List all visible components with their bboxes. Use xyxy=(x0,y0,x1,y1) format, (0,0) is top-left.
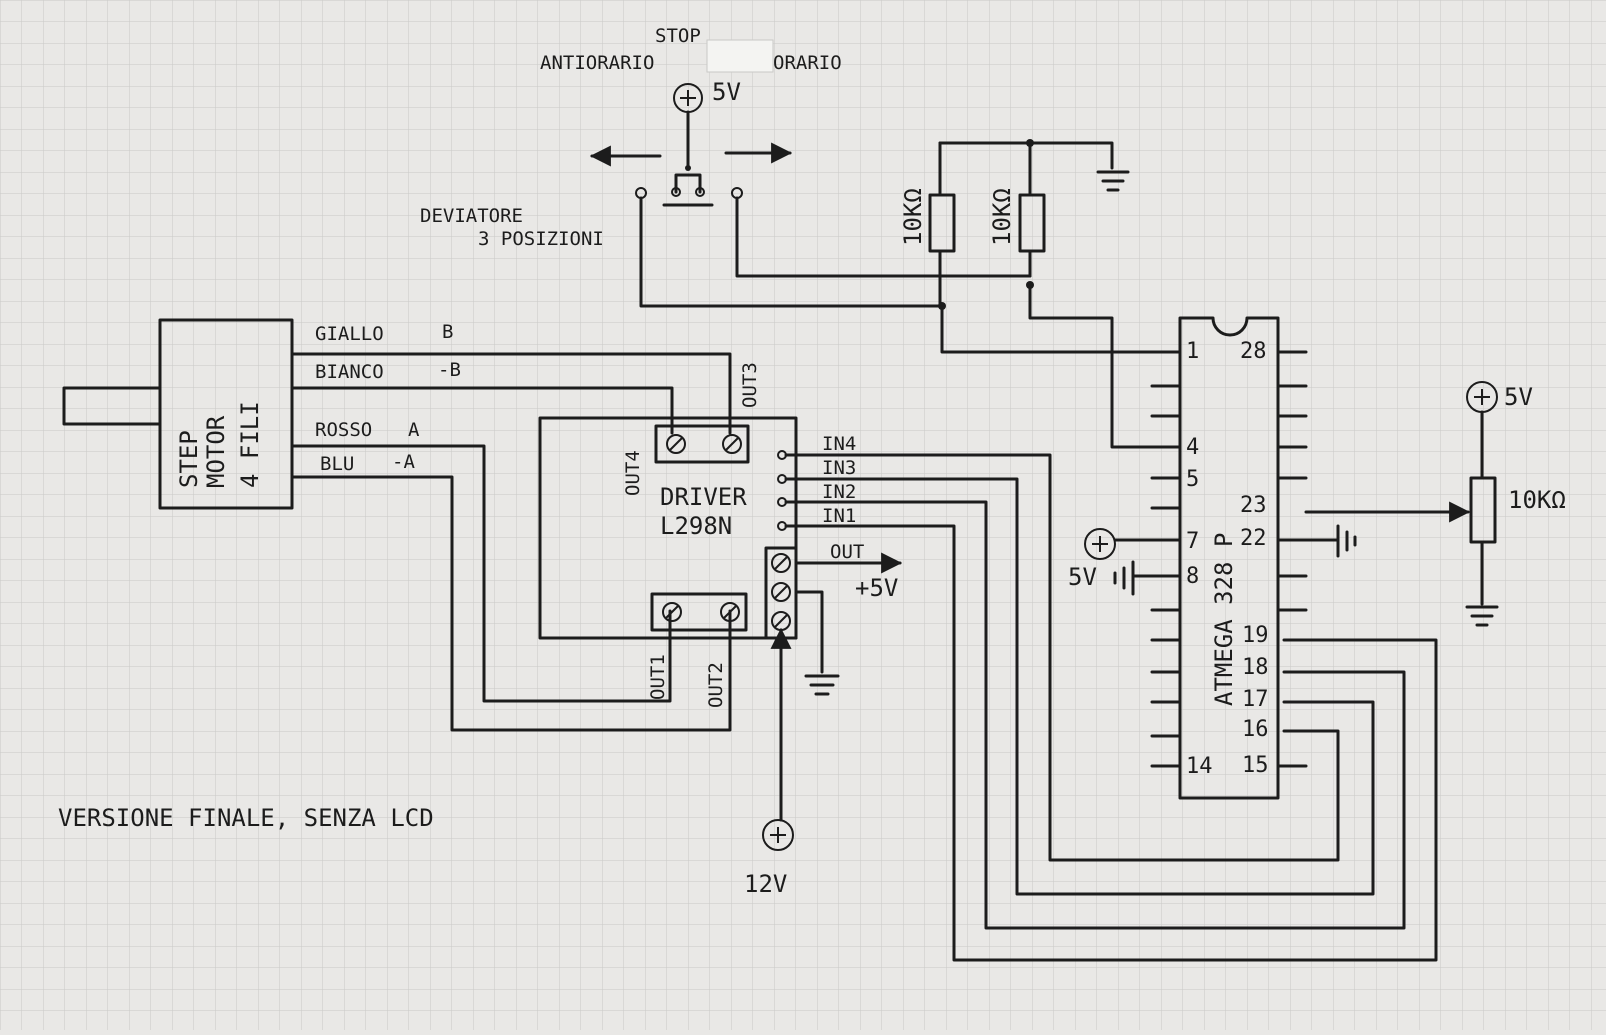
pin-8: 8 xyxy=(1186,564,1199,589)
switch-supply-label: 5V xyxy=(712,78,741,106)
supply-12v-symbol xyxy=(762,819,794,851)
mcu-supply-symbol xyxy=(1084,528,1116,560)
wire-blue xyxy=(290,475,732,732)
wire-red xyxy=(290,444,672,703)
wire-in1 xyxy=(784,524,1438,962)
pin-15: 15 xyxy=(1242,753,1269,778)
wire-yellow xyxy=(290,352,732,435)
mcu-ground-pin22 xyxy=(1304,524,1357,558)
resistor-2 xyxy=(1018,193,1046,253)
ground-symbol-driver xyxy=(804,674,840,696)
mcu-supply-label: 5V xyxy=(1068,563,1097,591)
resistor-1 xyxy=(928,193,956,253)
stepper-motor: STEP MOTOR 4 FILI xyxy=(62,318,294,510)
pin-1: 1 xyxy=(1186,339,1199,364)
driver-out-label: OUT xyxy=(830,541,864,563)
pot-supply-label: 5V xyxy=(1504,383,1533,411)
wire-yellow-label: GIALLO xyxy=(315,323,384,345)
out1-label: OUT1 xyxy=(647,654,669,700)
out4-label: OUT4 xyxy=(622,450,644,496)
ground-symbol-resistors xyxy=(1096,170,1130,192)
wire-in4 xyxy=(784,453,1340,862)
wire-in3 xyxy=(784,477,1375,896)
potentiometer: 5V 10KΩ xyxy=(1304,381,1566,627)
pin-23: 23 xyxy=(1240,493,1267,518)
switch-right-label: ORARIO xyxy=(773,52,842,74)
supply-12v-label: 12V xyxy=(744,870,787,898)
mcu-name: ATMEGA 328 P xyxy=(1210,533,1238,706)
wire-blue-signal: -A xyxy=(392,451,415,473)
out3-label: OUT3 xyxy=(739,362,761,408)
wire-in2 xyxy=(784,500,1406,930)
switch-stop-window xyxy=(706,39,774,73)
wire-yellow-signal: B xyxy=(442,321,453,343)
switch-left-label: ANTIORARIO xyxy=(540,52,654,74)
pin-16: 16 xyxy=(1242,717,1269,742)
in4-label: IN4 xyxy=(822,433,856,455)
pin-22: 22 xyxy=(1240,526,1267,551)
resistor-1-label: 10KΩ xyxy=(899,188,927,246)
pin-18: 18 xyxy=(1242,655,1269,680)
driver-label-line2: L298N xyxy=(660,512,732,540)
pot-label: 10KΩ xyxy=(1508,486,1566,514)
out2-label: OUT2 xyxy=(705,662,727,708)
pin-19: 19 xyxy=(1242,623,1269,648)
in1-label: IN1 xyxy=(822,505,856,527)
left-pins xyxy=(1150,350,1182,768)
in3-label: IN3 xyxy=(822,457,856,479)
driver-out-5v-label: +5V xyxy=(855,574,898,602)
resistor-2-label: 10KΩ xyxy=(988,188,1016,246)
driver-label-line1: DRIVER xyxy=(660,483,747,511)
pin-28: 28 xyxy=(1240,339,1267,364)
wire-blue-label: BLU xyxy=(320,453,354,475)
wire-white-signal: -B xyxy=(438,359,461,381)
ground-symbol-pot xyxy=(1465,605,1499,627)
footer-caption: VERSIONE FINALE, SENZA LCD xyxy=(58,804,434,832)
motor-label-line1: STEP xyxy=(175,430,203,488)
pin-4: 4 xyxy=(1186,435,1199,460)
pull-down-resistors: 10KΩ 10KΩ xyxy=(899,139,1130,310)
pin-7: 7 xyxy=(1186,529,1199,554)
terminal-out1-out2 xyxy=(650,592,748,632)
switch-caption-line2: 3 POSIZIONI xyxy=(478,228,604,250)
switch-caption-line1: DEVIATORE xyxy=(420,205,523,227)
motor-shaft xyxy=(62,386,162,426)
wire-red-signal: A xyxy=(408,419,420,441)
pin-17: 17 xyxy=(1242,687,1269,712)
three-position-switch: STOP ANTIORARIO ORARIO 5V DEVIATORE 3 PO… xyxy=(420,25,842,250)
wire-white-label: BIANCO xyxy=(315,361,384,383)
pin-5: 5 xyxy=(1186,467,1199,492)
mcu-ground-pin8 xyxy=(1113,560,1154,596)
motor-label-line2: MOTOR xyxy=(202,415,230,488)
pin-14: 14 xyxy=(1186,754,1213,779)
l298n-driver: DRIVER L298N OUT4 OUT3 OUT1 OUT2 IN4 IN3… xyxy=(538,362,903,708)
in2-label: IN2 xyxy=(822,481,856,503)
terminal-out3-out4 xyxy=(654,424,750,464)
right-pins xyxy=(1276,350,1308,768)
atmega328p: 1 4 5 7 8 14 28 23 22 19 18 17 16 15 ATM… xyxy=(1150,316,1308,800)
switch-stop-label: STOP xyxy=(655,25,701,47)
wire-red-label: ROSSO xyxy=(315,419,372,441)
motor-label-line3: 4 FILI xyxy=(236,401,264,488)
